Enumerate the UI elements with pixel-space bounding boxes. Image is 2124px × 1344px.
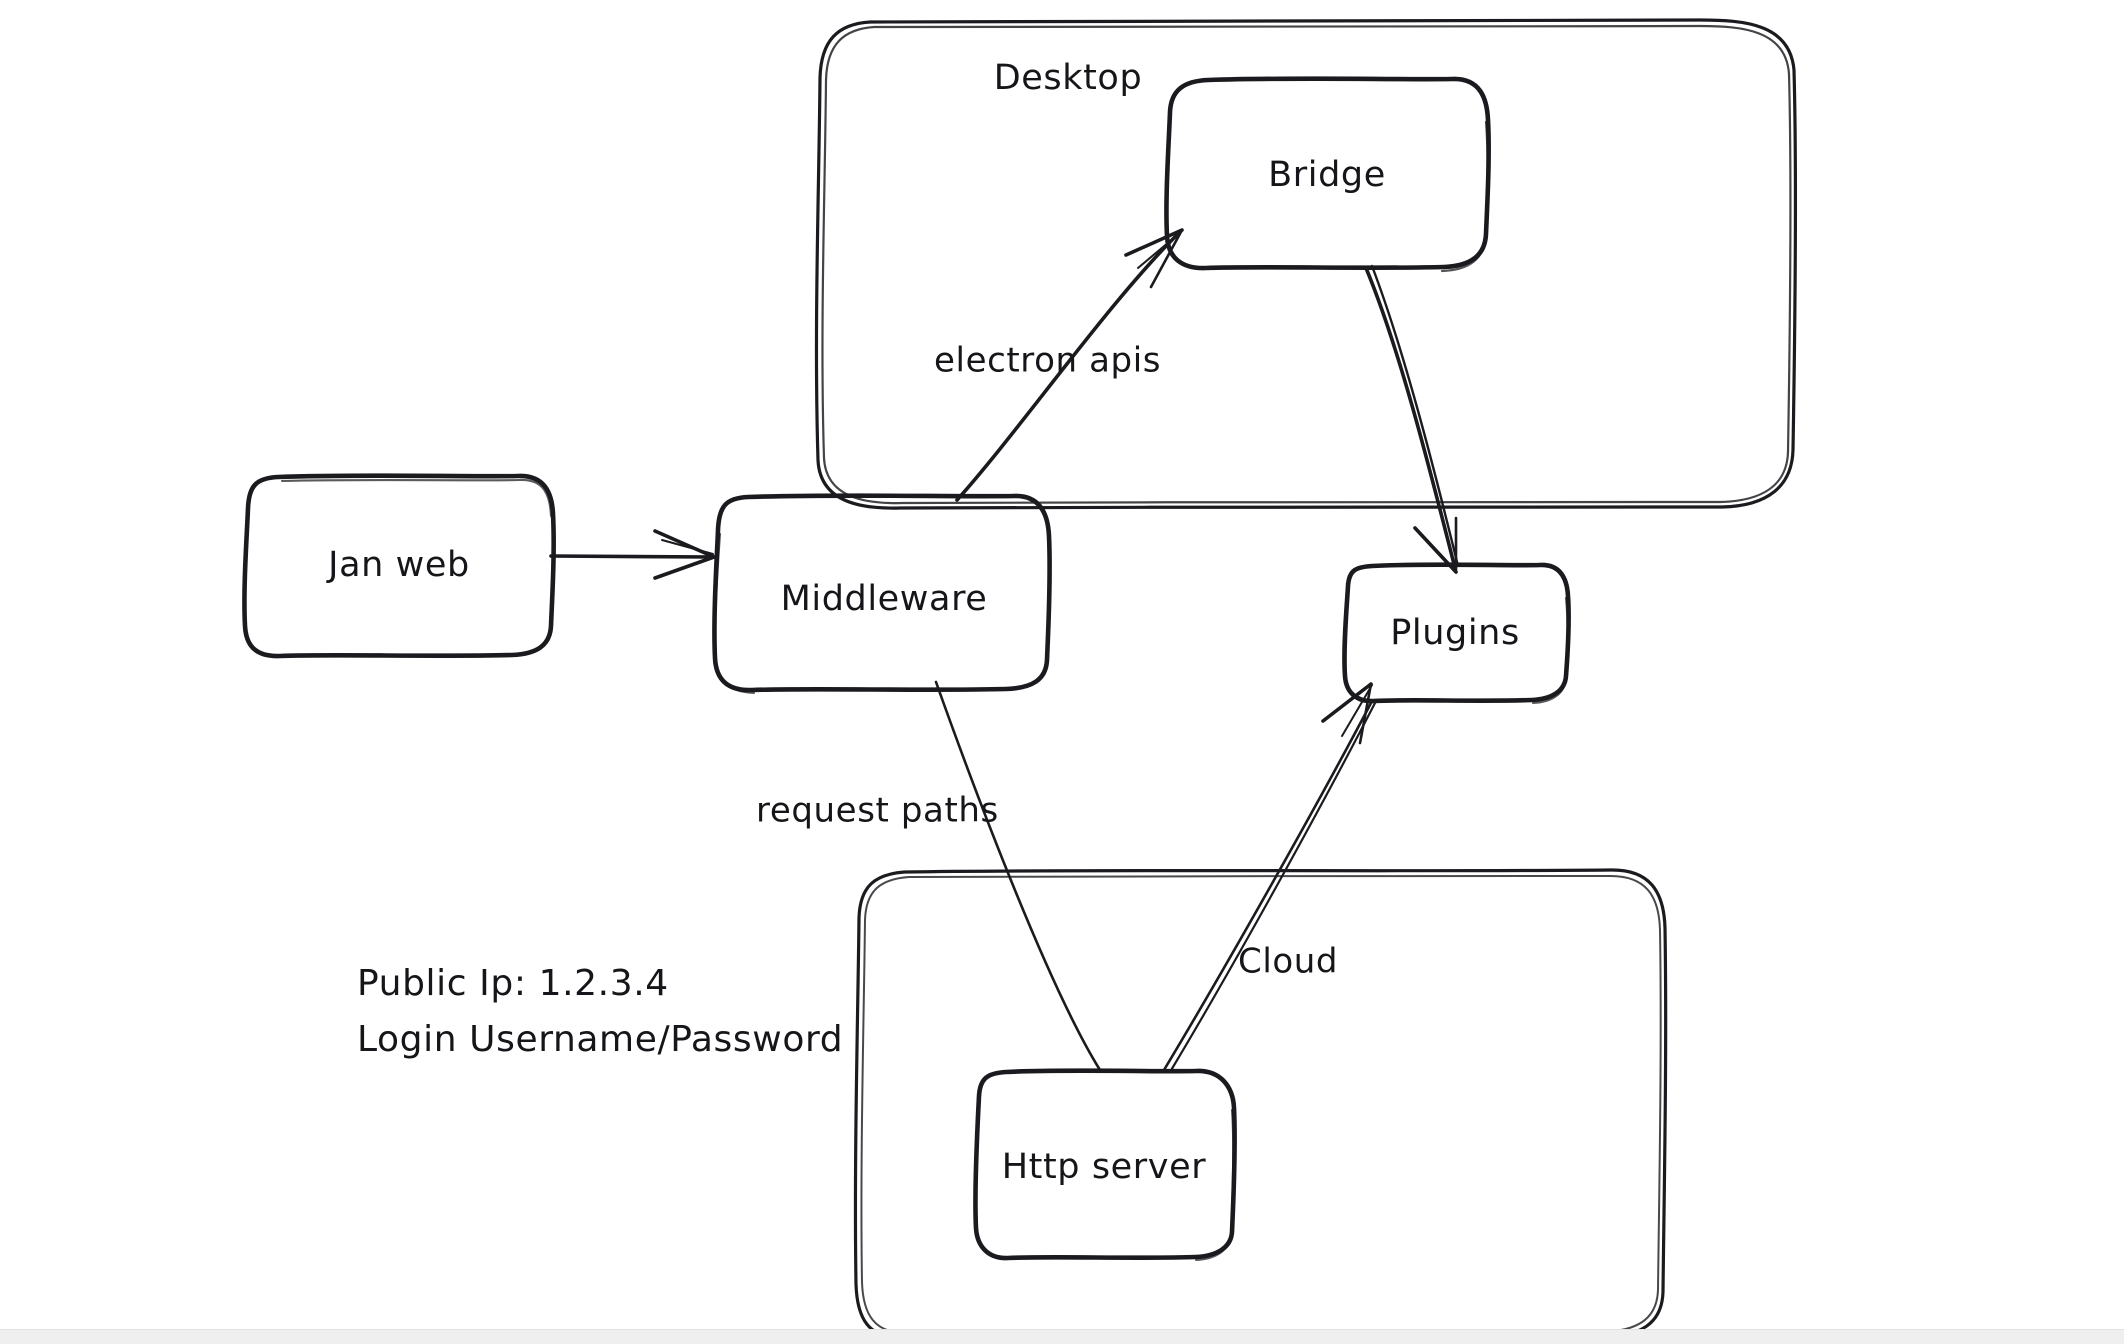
edge-http-server-to-plugins-line-sketch	[1168, 701, 1377, 1074]
node-middleware[interactable]: Middleware	[712, 493, 1052, 695]
node-http-server-outline	[973, 1068, 1237, 1261]
node-http-server[interactable]: Http server	[973, 1068, 1237, 1262]
note-credentials[interactable]: Public Ip: 1.2.3.4 Login Username/Passwo…	[357, 963, 843, 1060]
node-plugins[interactable]: Plugins	[1342, 562, 1571, 705]
edge-middleware-to-bridge-arrowhead-c	[1137, 230, 1183, 269]
edge-middleware-to-bridge-arrowhead-b	[1149, 228, 1184, 289]
edge-http-server-to-plugins[interactable]: Cloud	[1162, 682, 1377, 1074]
edge-bridge-to-plugins-line-sketch	[1370, 264, 1460, 568]
edge-http-server-to-plugins-line	[1162, 701, 1373, 1072]
node-middleware-label: Middleware	[781, 579, 988, 619]
container-desktop[interactable]: Desktop	[814, 18, 1798, 510]
node-bridge-label: Bridge	[1268, 155, 1386, 195]
desktop-container-outline-sketch	[821, 24, 1792, 505]
edge-label-cloud: Cloud	[1238, 942, 1338, 982]
note-login-line: Login Username/Password	[357, 1019, 843, 1060]
edge-jan-web-to-middleware-arrowhead-c	[661, 539, 714, 555]
desktop-container-label: Desktop	[994, 58, 1143, 98]
edge-middleware-to-bridge-arrowhead-a	[1124, 228, 1184, 257]
edge-jan-web-to-middleware[interactable]	[549, 529, 716, 580]
edge-label-request-paths: request paths	[756, 791, 999, 831]
edge-http-server-to-plugins-arrowhead-c	[1341, 684, 1373, 737]
node-plugins-outline-sketch	[1531, 596, 1569, 705]
node-middleware-outline	[712, 493, 1052, 693]
node-bridge[interactable]: Bridge	[1164, 76, 1491, 273]
edge-middleware-to-bridge-line	[955, 230, 1182, 502]
node-jan-web-outline	[242, 473, 556, 659]
edge-jan-web-to-middleware-line	[549, 554, 716, 559]
edge-middleware-to-http-server-line	[934, 680, 1102, 1072]
edge-jan-web-to-middleware-arrowhead-a	[653, 529, 716, 559]
edge-jan-web-to-middleware-arrowhead-b	[653, 555, 716, 580]
node-jan-web[interactable]: Jan web	[242, 473, 556, 659]
node-bridge-outline-sketch	[1440, 120, 1489, 273]
edge-http-server-to-plugins-arrowhead-a	[1321, 682, 1373, 723]
node-plugins-outline	[1342, 562, 1571, 704]
desktop-container-outline	[814, 18, 1798, 510]
note-public-ip-line: Public Ip: 1.2.3.4	[357, 963, 669, 1004]
node-jan-web-outline-sketch	[280, 478, 553, 518]
edge-bridge-to-plugins-line	[1364, 266, 1457, 570]
edge-middleware-to-http-server[interactable]: request paths	[756, 680, 1102, 1072]
node-http-server-label: Http server	[1002, 1147, 1207, 1187]
node-http-server-outline-sketch	[1194, 1108, 1235, 1262]
edge-bridge-to-plugins[interactable]	[1364, 264, 1460, 574]
node-plugins-label: Plugins	[1390, 613, 1520, 653]
bottom-edge-bar	[0, 1329, 2124, 1344]
edge-http-server-to-plugins-arrowhead-b	[1358, 682, 1373, 745]
node-middleware-outline-sketch	[714, 532, 756, 695]
edge-label-electron-apis: electron apis	[934, 341, 1161, 381]
edge-middleware-to-bridge[interactable]: electron apis	[934, 228, 1184, 502]
node-bridge-outline	[1164, 76, 1491, 271]
node-jan-web-label: Jan web	[326, 545, 470, 585]
